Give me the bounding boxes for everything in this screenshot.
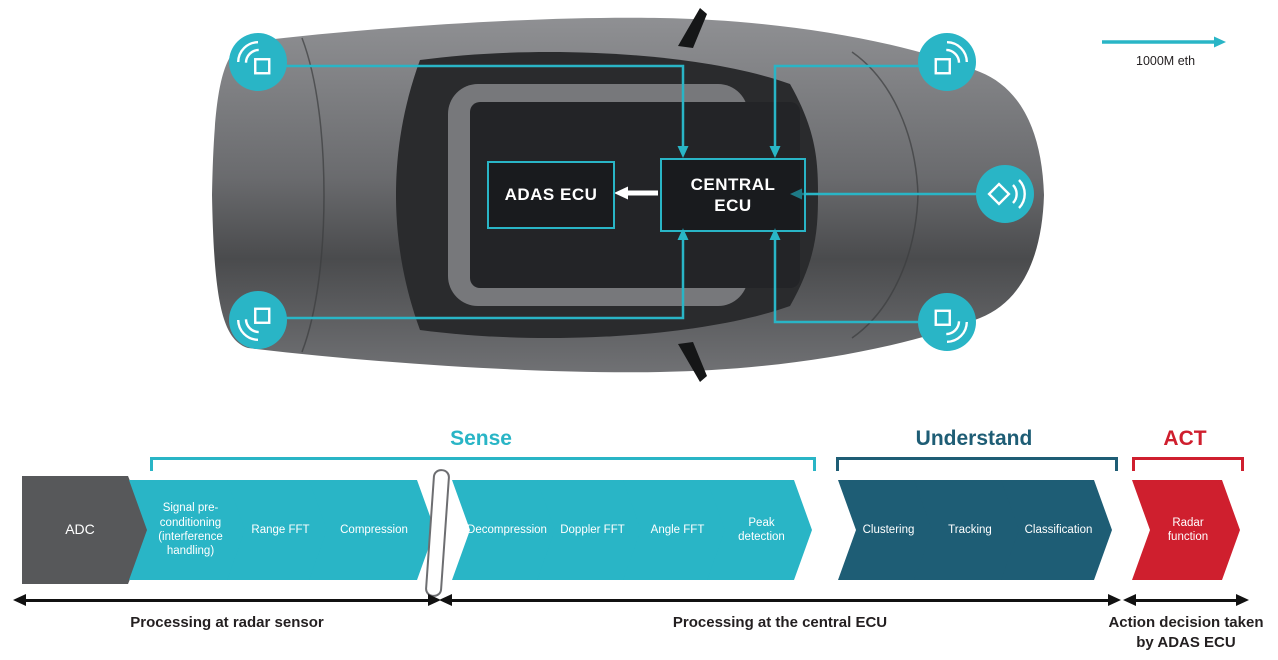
caption-processing-radar-sensor: Processing at radar sensor [130,614,324,631]
step-decompression: Decompression [452,480,558,580]
step-label: ADC [65,521,95,538]
step-adc: ADC [22,476,150,584]
step-label: Classification [1024,523,1093,536]
caption-action-decision: Action decision taken by ADAS ECU [1108,614,1264,651]
section-label-sense: Sense [450,427,512,450]
measure-arrow-central-ecu [439,594,1121,606]
radar-sensor-right [974,163,1036,225]
link-top-left [258,64,689,158]
step-label: Signal pre-conditioning (interference ha… [158,502,223,558]
step-label: Doppler FFT [560,523,625,536]
measure-arrow-adas-ecu [1123,594,1249,606]
step-label: Compression [340,523,408,536]
bracket-act [1132,457,1244,471]
adas-ecu-label: ADAS ECU [504,185,598,205]
trunk-seam [301,37,325,353]
step-compression: Compression [309,480,435,580]
side-mirror-top [678,8,707,48]
step-label: Tracking [948,523,992,536]
adas-ecu-box: ADAS ECU [487,161,615,229]
side-mirror-bottom [678,342,707,382]
bracket-sense [150,457,816,471]
sensor-ecu-boundary-divider [424,468,451,598]
step-radar-function: Radar function [1132,480,1240,580]
step-tracking: Tracking [914,480,1022,580]
caption-processing-central-ecu: Processing at the central ECU [672,614,888,631]
central-ecu-label: CENTRAL ECU [690,174,776,215]
bracket-understand [836,457,1118,471]
step-label: Peak detection [738,516,785,543]
central-ecu-box: CENTRAL ECU [660,158,806,232]
link-bottom-left [258,228,689,320]
car-diagram [212,8,1226,382]
step-label: Decompression [467,523,547,536]
measure-arrow-radar-sensor [13,594,441,606]
link-top-right [769,64,947,158]
step-range-fft: Range FFT [227,480,330,580]
ethernet-legend-label: 1000M eth [1136,54,1196,68]
link-bottom-right [769,228,947,324]
step-label: Angle FFT [650,523,705,536]
step-signal-preconditioning: Signal pre-conditioning (interference ha… [129,480,248,580]
step-label: Radar function [1167,516,1209,543]
section-label-understand: Understand [915,427,1033,450]
section-label-act: ACT [1163,427,1207,450]
step-label: Clustering [862,523,915,536]
step-classification: Classification [1001,480,1112,580]
sensor-link-lines [258,64,1005,324]
step-label: Range FFT [251,523,310,536]
